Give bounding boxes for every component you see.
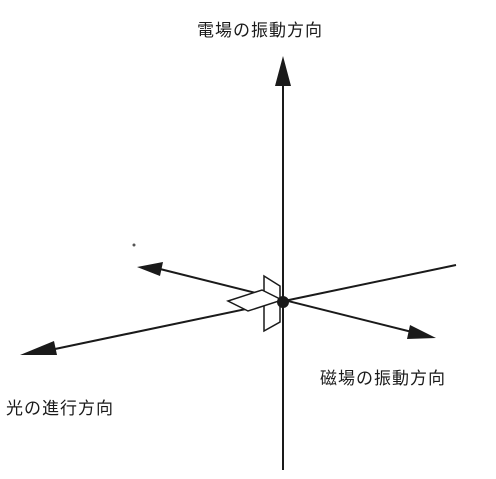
light-propagation-arrowhead <box>20 341 57 355</box>
electric-field-arrowhead <box>275 56 291 86</box>
magnetic-field-arrowhead-right <box>407 325 436 339</box>
scan-speck <box>132 243 136 247</box>
magnetic-field-label: 磁場の振動方向 <box>320 369 446 389</box>
electric-field-label: 電場の振動方向 <box>197 21 323 41</box>
magnetic-field-arrowhead-left <box>137 262 163 276</box>
origin-point <box>277 296 289 308</box>
light-direction-label: 光の進行方向 <box>6 399 114 419</box>
